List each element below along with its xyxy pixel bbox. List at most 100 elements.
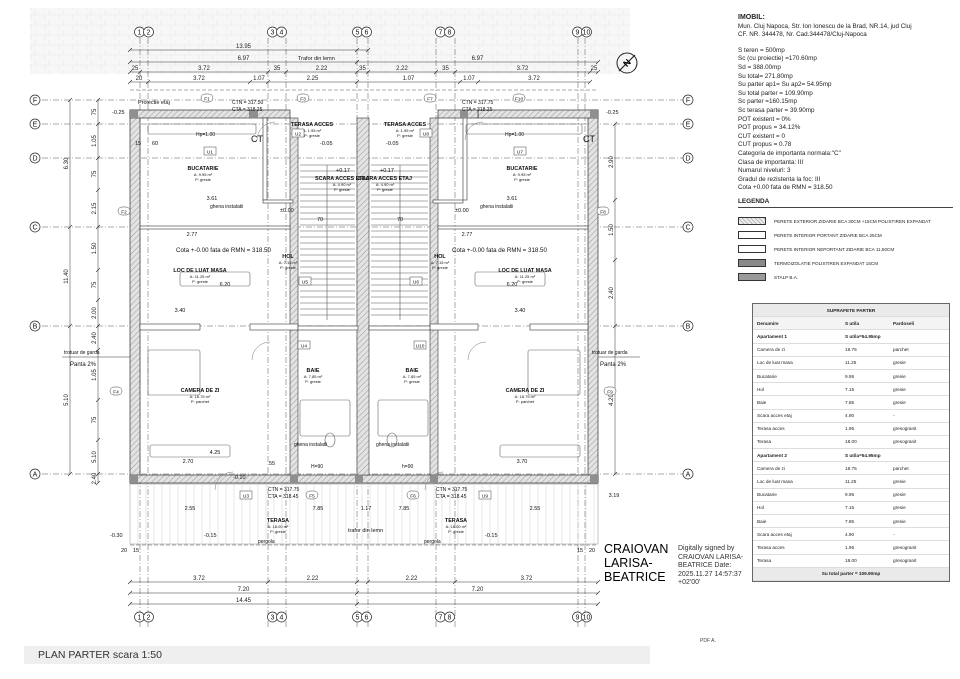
dim-top-row-label: 3.72 <box>517 66 529 72</box>
info-line: Cota +0.00 fata de RMN = 318.50 <box>738 184 833 192</box>
room-label: CAMERA DE ZIA: 18.75 m²P: parchet <box>181 388 220 404</box>
axis-label: F <box>686 98 690 105</box>
legend-swatch <box>738 273 766 281</box>
axis-label: E <box>33 122 38 129</box>
axis-label: 6 <box>365 615 369 622</box>
dim-bottom-total-tick <box>354 601 360 607</box>
info-line: CUT existent = 0 <box>738 132 785 140</box>
legend-label: STALP B.A. <box>774 274 799 280</box>
room-name: HOL <box>282 254 294 260</box>
height-label: Hp=1.00 <box>505 132 524 138</box>
info-line: Gradul de rezistenta la foc: III <box>738 175 821 183</box>
legend-swatch <box>738 231 766 239</box>
partition-wall <box>262 117 268 201</box>
room-name: CAMERA DE ZI <box>181 388 220 394</box>
dim-top-row-tick <box>354 69 360 75</box>
dim-top-row-tick <box>265 69 271 75</box>
level-label: +0.17 <box>336 168 350 174</box>
table-cell: 1.95 <box>845 544 855 550</box>
room-floor: P: gresie <box>377 187 394 192</box>
partition-wall <box>139 225 291 230</box>
info-line: Su parter ap1= Su ap2= 54.95mp <box>738 81 832 89</box>
marker-label: U10 <box>416 344 425 350</box>
axis-bubble <box>276 611 287 623</box>
table-cell: gresie <box>893 505 906 511</box>
dim-left-tick <box>95 97 101 103</box>
exterior-wall <box>587 109 599 484</box>
table-cell: Terasa <box>757 558 772 564</box>
room-name: TERASA ACCES <box>291 122 334 128</box>
axis-label: 2 <box>147 30 151 37</box>
plan-marker: F2 <box>117 206 131 216</box>
plan-marker: F8 <box>596 206 610 216</box>
level-label: -0.05 <box>320 141 333 147</box>
dim-top-row-label: 35 <box>442 66 449 72</box>
axis-label: D <box>32 156 37 163</box>
room-name: SCARA ACCES ETAJ <box>358 176 412 182</box>
room-name: LOC DE LUAT MASA <box>173 268 226 274</box>
cta-label: CTA = 318.25 <box>462 107 493 113</box>
plan-marker: F3 <box>296 93 310 103</box>
dim-top-row2-tick <box>475 79 481 85</box>
table-cell: Hol <box>757 386 765 392</box>
dim-top-row2-tick <box>587 79 593 85</box>
room-name: TERASA <box>445 518 467 524</box>
table-cell: Hol <box>757 505 765 511</box>
dim-bottom-row-label: 2.22 <box>307 576 319 582</box>
legend-label: PERETE INTERIOR PORTANT ZIDARIE BCA 25CM <box>774 232 882 238</box>
sofa <box>147 349 201 396</box>
marker-label: F3 <box>300 97 306 103</box>
dim-top-row-tick <box>452 69 458 75</box>
toilet <box>386 432 398 448</box>
marker-label: U4 <box>301 344 307 350</box>
marker-label: U3 <box>243 494 249 500</box>
column-stalp <box>590 110 598 118</box>
plan-marker: F10 <box>512 93 526 103</box>
dim-misc-label: 70 <box>317 217 323 223</box>
axis-bubble <box>682 152 694 164</box>
cta-label: CTA = 318.45 <box>268 494 299 500</box>
ct-label: CT <box>583 134 595 144</box>
room-floor: P: gresie <box>334 187 351 192</box>
info-line: Su total parter = 109.90mp <box>738 89 813 97</box>
dim-half-top-tick <box>127 59 133 65</box>
table-cell: gresie <box>893 479 906 485</box>
table-cell: Apartament 2 <box>757 452 787 458</box>
room-floor: P: parchet <box>516 399 535 404</box>
partition-wall <box>529 323 589 331</box>
legend-panel: LEGENDA PERETE EXTERIOR ZIDARIE BCA 30CM… <box>738 198 953 284</box>
table-cell: Scara acces etaj <box>757 531 792 537</box>
table-cell: gresogranit <box>893 558 917 564</box>
room-area: A: 7.15 m² <box>431 260 450 265</box>
dim-half-top-label: 6.97 <box>238 56 250 62</box>
axis-label: 3 <box>271 615 275 622</box>
axis-label: 6 <box>365 30 369 37</box>
dim-top-row2-label: 1.07 <box>253 76 265 82</box>
legend-swatch <box>738 259 766 267</box>
dim-left-label: 75 <box>92 170 98 177</box>
plan-marker: F9 <box>603 386 617 396</box>
axis-label: D <box>685 156 690 163</box>
column-stalp <box>130 110 138 118</box>
door-swing <box>467 341 487 361</box>
dim-bottom-halves-tick <box>127 590 133 596</box>
north-arrow: N <box>614 50 640 81</box>
dim-left-label: 5.10 <box>92 451 98 463</box>
dim-top-row-label: 25 <box>591 66 598 72</box>
dim-top-row2-label: 2.25 <box>307 76 319 82</box>
table-cell: Scara acces etaj <box>757 413 792 419</box>
dim-left-total-tick <box>67 224 73 230</box>
property-info-panel: IMOBIL: Mun. Cluj Napoca, Str. Ion Iones… <box>738 14 953 193</box>
room-area: A: 1.95 m² <box>303 128 322 133</box>
partition-wall <box>262 199 294 204</box>
room-name: TERASA ACCES <box>384 122 427 128</box>
